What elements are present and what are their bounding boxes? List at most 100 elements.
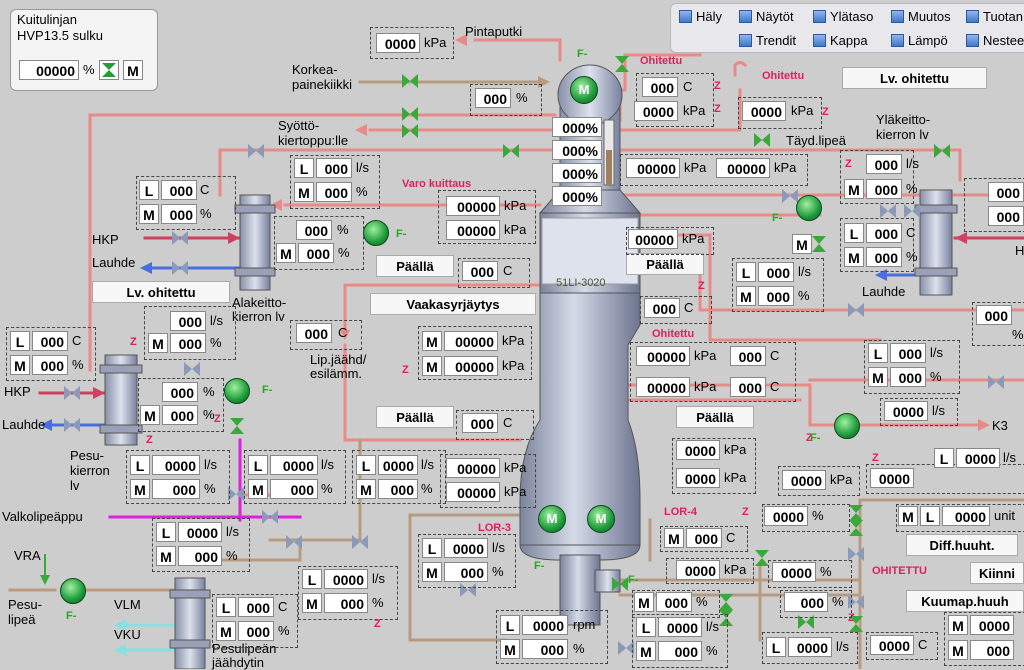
manual-valve-icon[interactable]	[172, 230, 188, 246]
lower-temp-value[interactable]: 000	[462, 413, 498, 433]
nav-naytot-button[interactable]: Näytöt	[739, 6, 794, 26]
steam-pct-2[interactable]: 0000	[772, 562, 816, 582]
feed-flow-pct[interactable]: 000	[316, 182, 352, 202]
manual-valve-icon[interactable]	[848, 546, 864, 562]
lower-cooker-temp[interactable]: 000	[161, 180, 197, 200]
valve-icon[interactable]	[229, 418, 245, 434]
pump-pct-value[interactable]: 000	[296, 220, 332, 240]
top-kpa-value[interactable]: 0000	[634, 101, 678, 121]
bottom-l-value[interactable]: 0000	[658, 617, 702, 637]
m-kpa-value-1[interactable]: 00000	[444, 331, 498, 351]
br-kpa-3[interactable]: 0000	[782, 470, 826, 490]
wl-flow-2[interactable]: 0000	[270, 455, 318, 475]
valve-icon[interactable]	[612, 576, 628, 592]
bottom-m-value[interactable]: 000	[658, 641, 702, 661]
valve-icon[interactable]	[798, 614, 814, 630]
valve-icon[interactable]	[99, 60, 119, 80]
upper-cooker-temp[interactable]: 000	[866, 223, 902, 243]
wl-pct-3[interactable]: 000	[378, 479, 418, 499]
upper-cooker-flow[interactable]: 000	[866, 154, 902, 174]
manual-valve-icon[interactable]	[460, 582, 476, 598]
nav-nesteet-button[interactable]: Nestee	[966, 30, 1024, 50]
lower-c-1[interactable]: 000	[730, 346, 766, 366]
bottom-l-2[interactable]: 0000	[788, 637, 832, 657]
paalla-status-4[interactable]: Päällä	[676, 406, 754, 428]
right-kpa-value[interactable]: 0000	[742, 101, 786, 121]
br-m-value[interactable]: 000	[970, 640, 1014, 660]
manual-valve-icon[interactable]	[848, 594, 864, 610]
br-kpa-2[interactable]: 0000	[676, 468, 720, 488]
lor4-pct[interactable]: 0000	[764, 506, 808, 526]
k3-flow[interactable]: 000	[890, 343, 926, 363]
varo-kuittaus-alarm[interactable]: Varo kuittaus	[402, 178, 472, 190]
right-temp-value[interactable]: 000	[644, 298, 680, 318]
manual-valve-icon[interactable]	[184, 361, 200, 377]
br-l-value[interactable]: 0000	[970, 615, 1014, 635]
column-pct-1[interactable]: 000%	[552, 117, 602, 137]
manual-valve-icon[interactable]	[988, 374, 1004, 390]
cooler-flow[interactable]: 0000	[324, 569, 368, 589]
lower-cooker-pct[interactable]: 000	[161, 204, 197, 224]
vaakasyrjaytys-status[interactable]: Vaakasyrjäytys	[370, 293, 536, 315]
upper-cooker-m[interactable]: 000	[866, 247, 902, 267]
wl-flow-1[interactable]: 0000	[152, 455, 200, 475]
k3-pct[interactable]: 000	[890, 367, 926, 387]
right-pump-flow[interactable]: 000	[758, 262, 794, 282]
manual-valve-icon[interactable]	[352, 534, 368, 550]
valve-icon[interactable]	[402, 123, 418, 139]
manual-valve-icon[interactable]	[172, 260, 188, 276]
lower-c-2[interactable]: 000	[730, 377, 766, 397]
column-pct-2[interactable]: 000%	[552, 140, 602, 160]
wl-pct-2[interactable]: 000	[270, 479, 318, 499]
outlet-motor-right[interactable]: M	[587, 505, 615, 533]
top-pressure-value[interactable]: 0000	[376, 33, 420, 53]
manual-valve-icon[interactable]	[782, 188, 798, 204]
br-flow[interactable]: 0000	[956, 448, 1000, 468]
unit-value[interactable]: 0000	[942, 506, 990, 526]
kpa-pair-value-2[interactable]: 00000	[446, 220, 500, 240]
feed-flow-value[interactable]: 000	[316, 158, 352, 178]
pump-icon[interactable]	[834, 413, 860, 439]
manual-valve-icon[interactable]	[880, 203, 896, 219]
nav-tuotanto-button[interactable]: Tuotan	[966, 6, 1023, 26]
bottom-kpa-1[interactable]: 00000	[446, 458, 500, 478]
valve-icon[interactable]	[402, 106, 418, 122]
lv-bypassed-right-status[interactable]: Lv. ohitettu	[842, 67, 987, 89]
nav-muutos-button[interactable]: Muutos	[891, 6, 951, 26]
far-right-value-1[interactable]: 000	[988, 182, 1024, 202]
temp-c-value[interactable]: 000	[462, 261, 498, 281]
lower-kpa-1[interactable]: 00000	[636, 346, 690, 366]
br-kpa-1[interactable]: 0000	[676, 440, 720, 460]
valve-icon[interactable]	[402, 73, 418, 89]
valve-icon[interactable]	[848, 505, 864, 521]
wash-pct[interactable]: 000	[32, 355, 68, 375]
nav-haly-button[interactable]: Häly	[679, 6, 722, 26]
lv-bypassed-left-status[interactable]: Lv. ohitettu	[92, 281, 230, 303]
kuumap-huuh-button[interactable]: Kuumap.huuh	[906, 590, 1024, 612]
manual-valve-icon[interactable]	[286, 534, 302, 550]
rpm-value[interactable]: 0000	[522, 615, 568, 635]
valve-icon[interactable]	[754, 550, 770, 566]
bottom-c[interactable]: 0000	[870, 635, 914, 655]
interlock-value[interactable]: 00000	[19, 60, 79, 80]
valve-icon[interactable]	[754, 132, 770, 148]
nav-ylataso-button[interactable]: Ylätaso	[813, 6, 873, 26]
valve-icon[interactable]	[811, 236, 827, 252]
pump-m-value[interactable]: 000	[298, 243, 334, 263]
bottom-pct-3[interactable]: 000	[784, 592, 828, 612]
mid-kpa-value-2[interactable]: 00000	[716, 158, 770, 178]
outlet-motor-left[interactable]: M	[538, 505, 566, 533]
wash-pump-m[interactable]: 000	[162, 405, 198, 425]
valve-icon[interactable]	[848, 616, 864, 632]
paalla-status-3[interactable]: Päällä	[376, 406, 454, 428]
cooler-temp-value[interactable]: 000	[296, 323, 332, 343]
lor4-kpa[interactable]: 0000	[676, 560, 720, 580]
valve-icon[interactable]	[934, 143, 950, 159]
diff-huuht-button[interactable]: Diff.huuht.	[906, 534, 1018, 556]
manual-valve-icon[interactable]	[848, 302, 864, 318]
top-separator-motor[interactable]: M	[570, 76, 598, 104]
manual-valve-icon[interactable]	[228, 486, 244, 502]
bottom-m-pct[interactable]: 000	[656, 592, 692, 612]
wash-flow[interactable]: 000	[170, 311, 206, 331]
pump-icon[interactable]	[224, 378, 250, 404]
